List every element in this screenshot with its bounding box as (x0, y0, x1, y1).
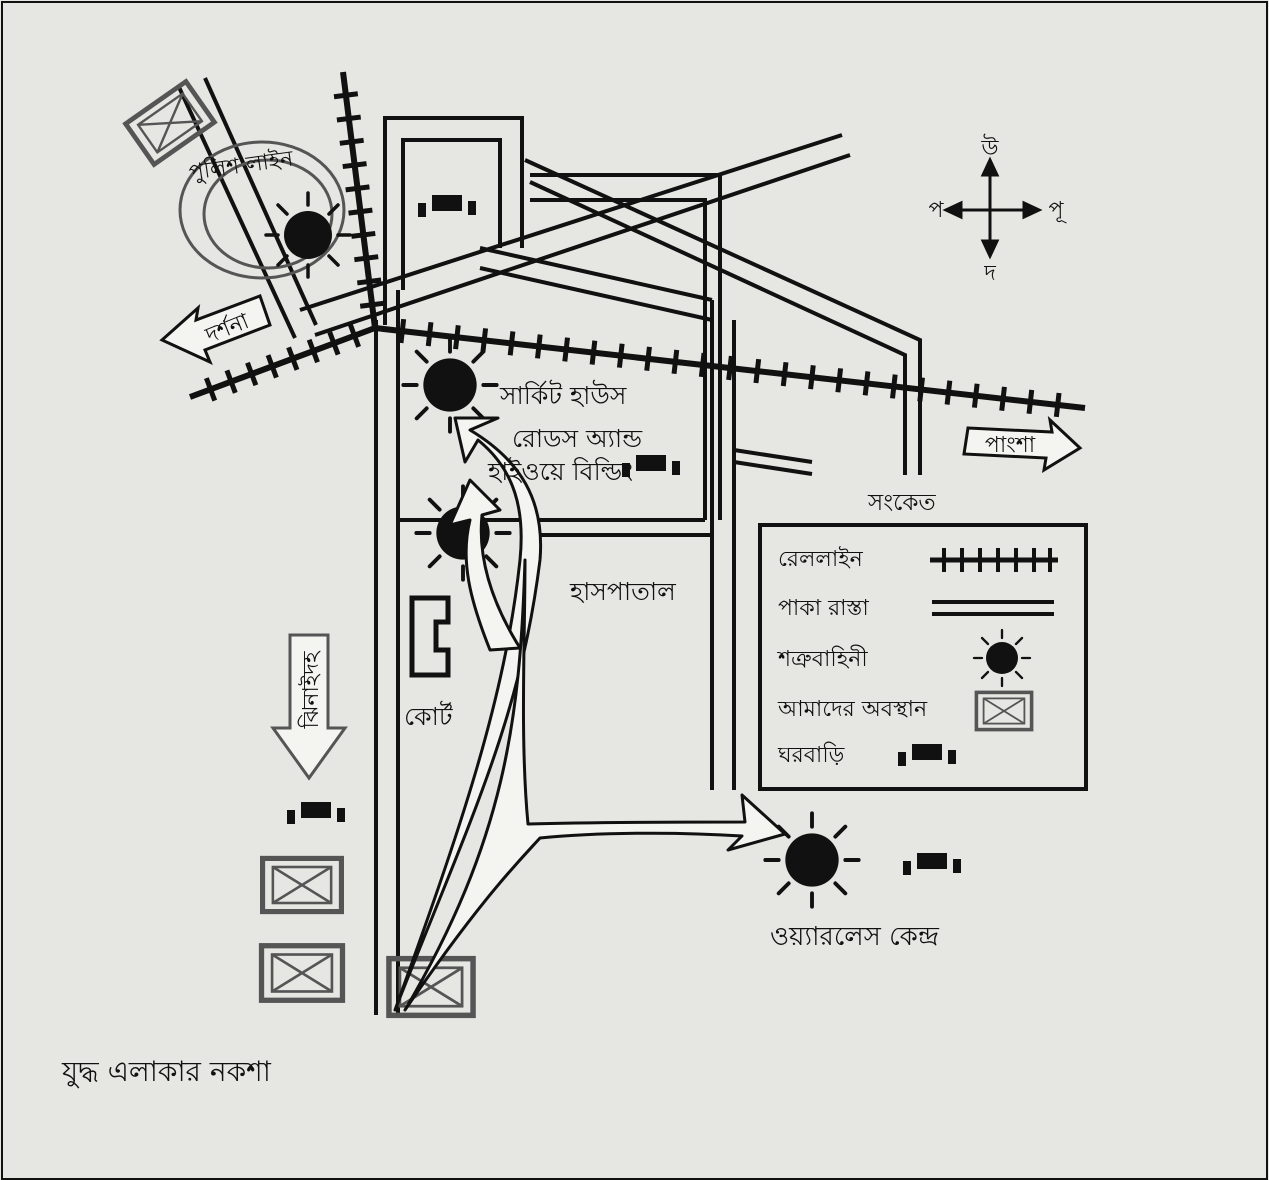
railway-tie (339, 137, 364, 146)
railway-tie (507, 331, 516, 356)
enemy-force-icon (264, 191, 352, 279)
wireless-center-label: ওয়্যারলেস কেন্দ্র (770, 922, 940, 952)
court-label: কোর্ট (404, 701, 453, 731)
railway-tie (808, 365, 816, 390)
hospital-label: হাসপাতাল (569, 577, 676, 606)
our-position-marker (262, 946, 343, 1001)
railway-tie (480, 328, 489, 353)
roads-highway-label-1: রোডস অ্যান্ড (512, 424, 643, 453)
railway-tie (835, 368, 844, 393)
compass-labels: উ দ প পূ (929, 134, 1068, 286)
houses-icon (287, 802, 345, 824)
railway-tie (425, 321, 434, 347)
railway-tie (944, 380, 953, 405)
north-arrow-icon (980, 156, 1000, 177)
railway-tie (780, 361, 789, 387)
direction-arrow-jhenaidah: ঝিনাইদহ (270, 633, 348, 781)
our-position-icon (974, 690, 1034, 732)
circuit-house-label: সার্কিট হাউস (499, 380, 627, 410)
railway-tie (453, 325, 461, 350)
legend: সংকেত রেললাইন পাকা রাস্তা শত্রুবাহিনী আম… (758, 490, 1088, 791)
compass-west: প (929, 198, 945, 223)
railway-tie (535, 334, 543, 359)
railway-tie (348, 207, 373, 216)
houses-icon (903, 853, 961, 875)
railway-tie (971, 383, 980, 408)
railway-tie (336, 114, 362, 123)
paved-road-symbol-icon (932, 600, 1054, 616)
railway-tie (333, 91, 359, 100)
legend-label-enemy: শত্রুবাহিনী (777, 645, 868, 672)
railway-tie (753, 358, 762, 384)
railway-tie (917, 377, 925, 402)
jhenaidah-label: ঝিনাইদহ (298, 650, 324, 729)
railway-tie (726, 355, 734, 381)
railway-tie (616, 343, 625, 368)
railway-tie (347, 323, 361, 348)
direction-arrow-pangsha: পাংশা (962, 415, 1083, 473)
attack-arrows (393, 416, 787, 1012)
railway-tie (359, 300, 385, 309)
police-lines-label: পুলিশ লাইন (187, 145, 295, 186)
railway-tie (890, 374, 898, 399)
railway-tie (224, 369, 238, 394)
railway-tie (204, 377, 218, 402)
legend-title: সংকেত (867, 490, 936, 516)
railway-tie (245, 361, 259, 387)
railway-tie (589, 340, 598, 365)
railway-tie (698, 352, 707, 378)
police-lines-area (178, 140, 346, 280)
railway-tie (1053, 392, 1062, 418)
railway-tie (1026, 389, 1035, 415)
place-labels: পুলিশ লাইন সার্কিট হাউস রোডস অ্যান্ড হাই… (187, 145, 940, 952)
enemy-forces (264, 191, 861, 909)
court-building (409, 595, 451, 678)
houses-icon (418, 195, 476, 217)
our-position-marker (126, 82, 215, 165)
legend-label-houses: ঘরবাড়ি (777, 742, 845, 768)
railway-tie (999, 386, 1007, 411)
legend-label-our-position: আমাদের অবস্থান (777, 697, 928, 722)
houses-icon (898, 744, 956, 766)
railway-tie (354, 254, 379, 263)
railway-tie (286, 346, 300, 371)
south-arrow-icon (980, 239, 1000, 260)
railway-ties (204, 91, 1062, 418)
legend-label-railway: রেললাইন (778, 546, 864, 572)
railway-tie (356, 277, 382, 286)
railway-symbol-icon (930, 548, 1058, 572)
map-caption: যুদ্ধ এলাকার নকশা (62, 1055, 271, 1088)
compass-south: দ (983, 261, 996, 286)
railway-tie (862, 371, 871, 396)
railway-tie (342, 161, 367, 170)
roads-highway-label-2: হাইওয়ে বিল্ডিং (487, 457, 633, 486)
railway-tie (327, 331, 341, 356)
west-arrow-icon (942, 200, 963, 220)
railway-tie (398, 318, 407, 344)
east-arrow-icon (1022, 200, 1043, 220)
compass (942, 156, 1043, 260)
enemy-force-icon (972, 628, 1032, 688)
legend-label-paved-road: পাকা রাস্তা (778, 596, 869, 621)
pangsha-label: পাংশা (985, 433, 1036, 458)
railway-tie (345, 184, 370, 193)
railway-tie (306, 338, 320, 364)
compass-east: পূ (1049, 198, 1068, 223)
railway-tie (265, 354, 279, 379)
paved-roads (176, 77, 922, 1015)
railway-tie (671, 349, 680, 375)
railway-tie (562, 337, 570, 362)
direction-arrow-darshana: দর্শনা (159, 294, 272, 365)
compass-north: উ (980, 134, 999, 161)
railway-tie (351, 230, 376, 239)
our-position-marker (263, 858, 342, 911)
railway-tie (644, 346, 652, 371)
legend-box (758, 523, 1088, 791)
